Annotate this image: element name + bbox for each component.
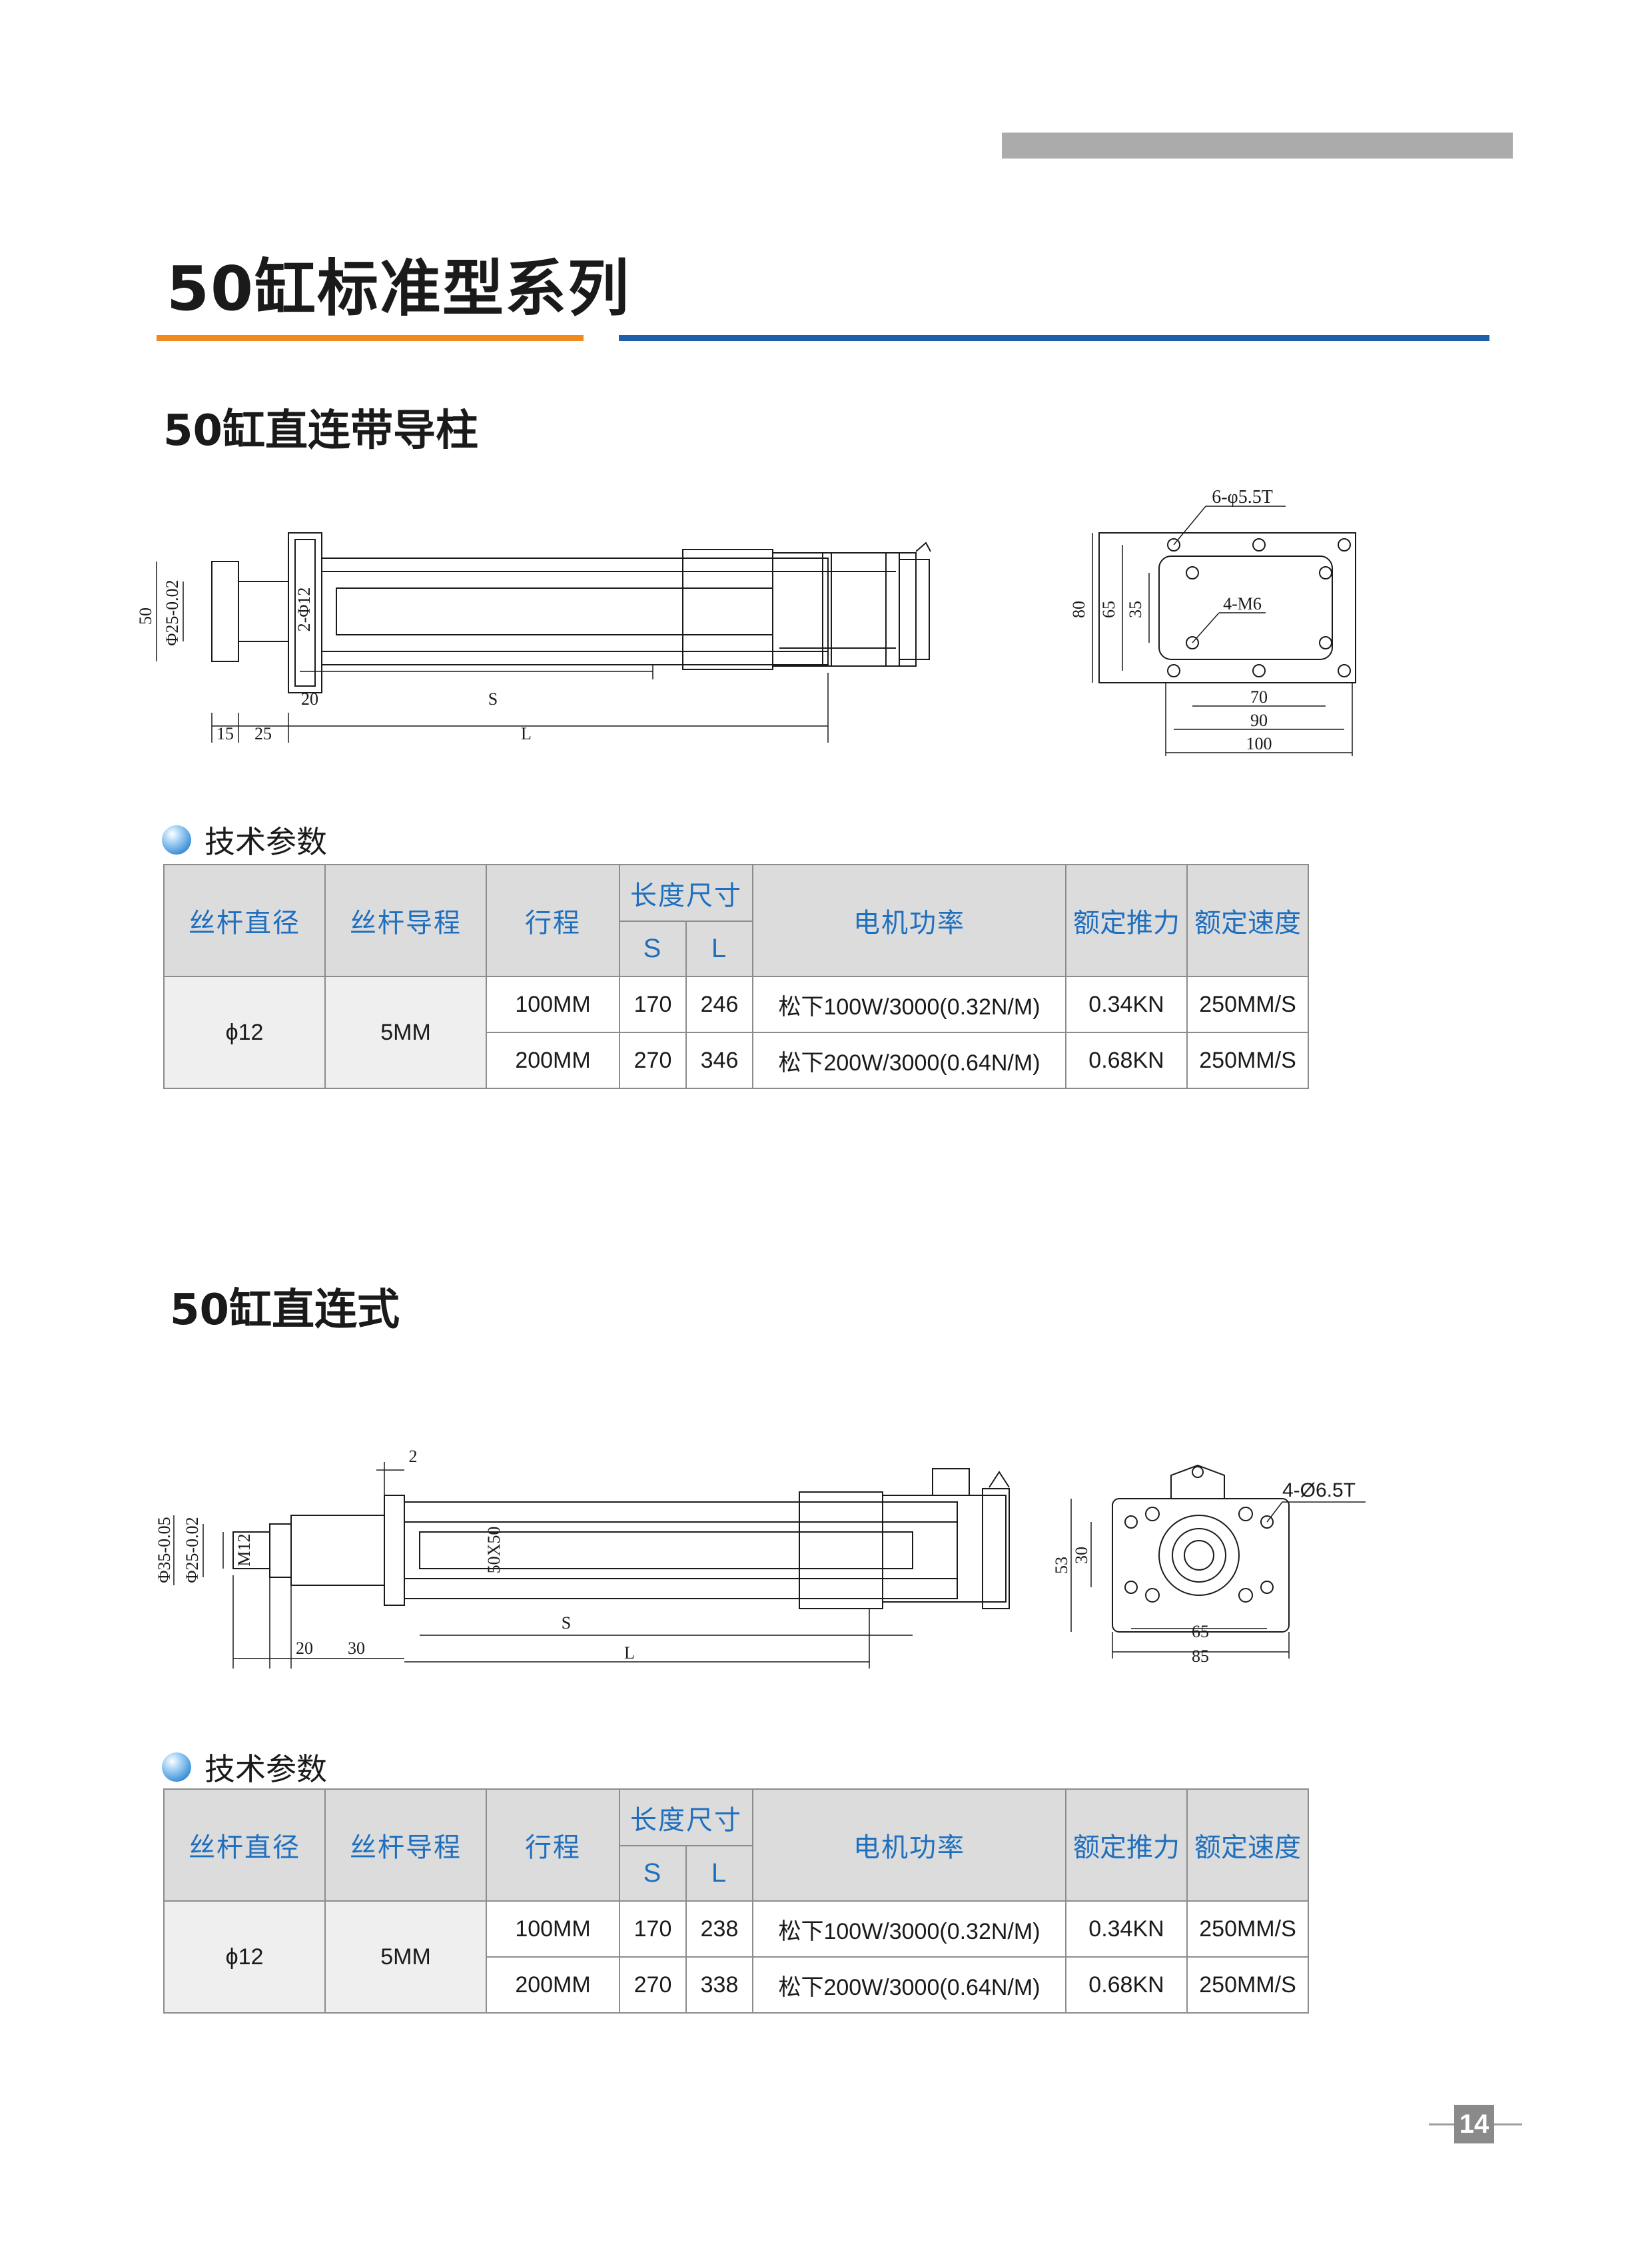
dim-w-85: 85 xyxy=(1192,1647,1209,1666)
cell-s: 270 xyxy=(619,1032,687,1089)
cell-s: 170 xyxy=(619,976,687,1033)
cell-thrust: 0.68KN xyxy=(1065,1956,1188,2014)
header-thrust: 额定推力 xyxy=(1065,864,1188,977)
section2-spec-table: 丝杆直径 丝杆导程 行程 长度尺寸 电机功率 额定推力 额定速度 S L ϕ12… xyxy=(163,1788,1309,2014)
header-diameter: 丝杆直径 xyxy=(163,1788,326,1902)
dim-guide-diameter: 2-Φ12 xyxy=(294,587,314,632)
dim-h-65: 65 xyxy=(1099,601,1118,618)
section2-end-drawing: 4-Ø6.5T 53 30 65 85 xyxy=(1052,1464,1366,1666)
header-stroke: 行程 xyxy=(486,864,620,977)
header-speed: 额定速度 xyxy=(1186,1788,1309,1902)
bullet-ball-icon xyxy=(162,1752,191,1782)
cell-stroke: 200MM xyxy=(486,1956,620,2014)
cell-motor: 松下200W/3000(0.64N/M) xyxy=(752,1032,1066,1089)
cell-thrust: 0.34KN xyxy=(1065,1900,1188,1958)
dim-thread-holes: 4-M6 xyxy=(1223,594,1262,613)
dim-h-35: 35 xyxy=(1126,601,1145,618)
tech-label: 技术参数 xyxy=(205,824,327,860)
dim-20: 20 xyxy=(296,1639,313,1658)
section2-title: 50缸直连式 xyxy=(170,1286,400,1335)
header-motor: 电机功率 xyxy=(752,1788,1066,1902)
tech-label: 技术参数 xyxy=(205,1751,327,1787)
cell-speed: 250MM/S xyxy=(1186,1032,1309,1089)
cell-motor: 松下100W/3000(0.32N/M) xyxy=(752,1900,1066,1958)
cell-motor: 松下200W/3000(0.64N/M) xyxy=(752,1956,1066,2014)
cell-s: 270 xyxy=(619,1956,687,2014)
section2-tech-heading: 技术参数 xyxy=(162,1745,327,1789)
dim-h-80: 80 xyxy=(1069,601,1088,618)
cell-speed: 250MM/S xyxy=(1186,976,1309,1033)
dim-height-50: 50 xyxy=(136,607,155,625)
dim-w-90: 90 xyxy=(1250,711,1268,730)
cell-l: 346 xyxy=(685,1032,753,1089)
dim-2: 2 xyxy=(409,1447,418,1466)
dim-w-70: 70 xyxy=(1250,687,1268,707)
header-motor: 电机功率 xyxy=(752,864,1066,977)
dim-rod-diameter: Φ25-0.02 xyxy=(183,1517,202,1583)
dim-section-50x50: 50X50 xyxy=(484,1527,504,1574)
cell-thrust: 0.34KN xyxy=(1065,976,1188,1033)
section1-end-drawing: 6-φ5.5T 4-M6 80 65 35 70 90 100 xyxy=(1069,487,1356,756)
cell-lead: 5MM xyxy=(324,976,487,1089)
top-gray-bar xyxy=(1002,133,1513,159)
cell-diameter: ϕ12 xyxy=(163,976,326,1089)
section1-front-drawing: 50 Φ25-0.02 2-Φ12 20 S 15 25 L xyxy=(136,532,931,743)
page-number: 14 xyxy=(1454,2105,1494,2143)
dim-rod-diameter: Φ25-0.02 xyxy=(163,579,182,645)
cell-thrust: 0.68KN xyxy=(1065,1032,1188,1089)
bullet-ball-icon xyxy=(162,825,191,855)
cell-l: 238 xyxy=(685,1900,753,1958)
cell-lead: 5MM xyxy=(324,1900,487,2014)
cell-speed: 250MM/S xyxy=(1186,1900,1309,1958)
section2-front-drawing: 2 Φ35-0.05 Φ25-0.02 M12 50X50 S 20 30 L xyxy=(155,1447,1010,1669)
header-l: L xyxy=(685,921,753,977)
cell-l: 338 xyxy=(685,1956,753,2014)
section1-spec-table: 丝杆直径 丝杆导程 行程 长度尺寸 电机功率 额定推力 额定速度 S L ϕ12… xyxy=(163,864,1309,1089)
cell-diameter: ϕ12 xyxy=(163,1900,326,2014)
dim-30: 30 xyxy=(348,1639,365,1658)
dim-thread-m12: M12 xyxy=(234,1533,254,1566)
dim-h-30: 30 xyxy=(1072,1547,1091,1564)
title-underline-blue xyxy=(619,335,1489,341)
dim-stroke-s: S xyxy=(562,1613,571,1633)
cell-s: 170 xyxy=(619,1900,687,1958)
dim-20: 20 xyxy=(301,689,318,709)
header-stroke: 行程 xyxy=(486,1788,620,1902)
dim-h-53: 53 xyxy=(1052,1557,1071,1574)
dim-length-l: L xyxy=(521,724,532,743)
dim-15: 15 xyxy=(216,724,234,743)
dim-length-l: L xyxy=(624,1643,635,1663)
cell-speed: 250MM/S xyxy=(1186,1956,1309,2014)
header-lead: 丝杆导程 xyxy=(324,1788,487,1902)
cell-stroke: 200MM xyxy=(486,1032,620,1089)
table-row: ϕ12 5MM 100MM 170 238 松下100W/3000(0.32N/… xyxy=(163,1900,1309,2014)
cell-stroke: 100MM xyxy=(486,976,620,1033)
header-length: 长度尺寸 xyxy=(619,1788,753,1846)
table-row: ϕ12 5MM 100MM 170 246 松下100W/3000(0.32N/… xyxy=(163,976,1309,1089)
page-title: 50缸标准型系列 xyxy=(167,253,631,324)
header-s: S xyxy=(619,1845,687,1902)
dim-stroke-s: S xyxy=(488,689,498,709)
table-row: 200MM 270 346 松下200W/3000(0.64N/M) 0.68K… xyxy=(164,1032,1309,1089)
header-l: L xyxy=(685,1845,753,1902)
title-underline-orange xyxy=(157,335,584,341)
dim-w-65: 65 xyxy=(1192,1622,1209,1641)
section1-tech-heading: 技术参数 xyxy=(162,818,327,862)
dim-mount-holes: 4-Ø6.5T xyxy=(1282,1479,1356,1501)
header-diameter: 丝杆直径 xyxy=(163,864,326,977)
header-speed: 额定速度 xyxy=(1186,864,1309,977)
section1-title: 50缸直连带导柱 xyxy=(163,406,479,456)
table-row: 200MM 270 338 松下200W/3000(0.64N/M) 0.68K… xyxy=(164,1956,1309,2014)
dim-outer-diameter: Φ35-0.05 xyxy=(155,1517,174,1583)
cell-l: 246 xyxy=(685,976,753,1033)
dim-w-100: 100 xyxy=(1246,734,1272,753)
dim-25: 25 xyxy=(254,724,272,743)
header-thrust: 额定推力 xyxy=(1065,1788,1188,1902)
cell-motor: 松下100W/3000(0.32N/M) xyxy=(752,976,1066,1033)
header-length: 长度尺寸 xyxy=(619,864,753,922)
header-lead: 丝杆导程 xyxy=(324,864,487,977)
dim-mount-holes: 6-φ5.5T xyxy=(1212,487,1273,508)
cell-stroke: 100MM xyxy=(486,1900,620,1958)
header-s: S xyxy=(619,921,687,977)
